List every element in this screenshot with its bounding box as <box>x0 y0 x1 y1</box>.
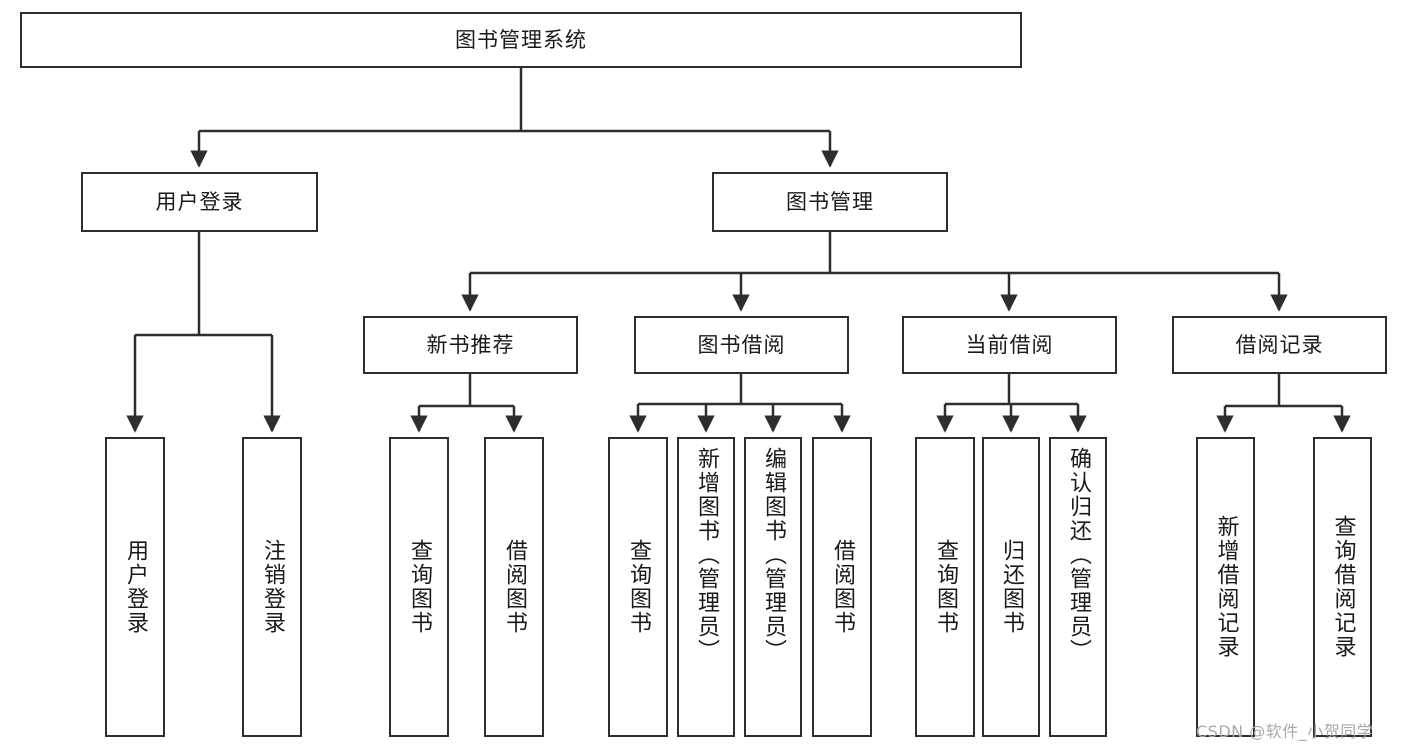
node-root-label: 图书管理系统 <box>455 27 587 52</box>
node-borrow-record-label: 借阅记录 <box>1235 332 1324 357</box>
node-leaf-confirm-return[interactable]: 确认归还（管理员） <box>1049 437 1107 737</box>
node-leaf-borrow-book-1[interactable]: 借阅图书 <box>484 437 544 737</box>
node-leaf-query-record[interactable]: 查询借阅记录 <box>1313 437 1372 737</box>
node-leaf-edit-book[interactable]: 编辑图书（管理员） <box>744 437 802 737</box>
node-book-borrow-label: 图书借阅 <box>697 332 786 357</box>
node-user-login-label: 用户登录 <box>155 189 244 214</box>
node-current-borrow-label: 当前借阅 <box>965 332 1054 357</box>
node-user-login[interactable]: 用户登录 <box>81 172 318 232</box>
node-leaf-query-book-3[interactable]: 查询图书 <box>915 437 975 737</box>
node-leaf-user-logout-label: 注销登录 <box>259 539 285 635</box>
node-leaf-query-book-1-label: 查询图书 <box>406 539 432 635</box>
node-book-borrow[interactable]: 图书借阅 <box>634 316 849 374</box>
node-leaf-add-record-label: 新增借阅记录 <box>1213 515 1239 659</box>
node-new-book-recommend[interactable]: 新书推荐 <box>363 316 578 374</box>
node-book-manage[interactable]: 图书管理 <box>712 172 948 232</box>
node-new-book-recommend-label: 新书推荐 <box>426 332 515 357</box>
node-leaf-add-book[interactable]: 新增图书（管理员） <box>677 437 735 737</box>
node-borrow-record[interactable]: 借阅记录 <box>1172 316 1387 374</box>
node-leaf-add-book-label: 新增图书（管理员） <box>693 447 719 663</box>
node-leaf-user-logout[interactable]: 注销登录 <box>242 437 302 737</box>
node-leaf-query-record-label: 查询借阅记录 <box>1330 515 1356 659</box>
node-root[interactable]: 图书管理系统 <box>20 12 1022 68</box>
node-leaf-user-login[interactable]: 用户登录 <box>105 437 165 737</box>
node-leaf-query-book-3-label: 查询图书 <box>932 539 958 635</box>
node-leaf-borrow-book-1-label: 借阅图书 <box>501 539 527 635</box>
node-leaf-query-book-2[interactable]: 查询图书 <box>608 437 668 737</box>
node-leaf-borrow-book-2[interactable]: 借阅图书 <box>812 437 872 737</box>
node-leaf-return-book[interactable]: 归还图书 <box>982 437 1040 737</box>
node-leaf-add-record[interactable]: 新增借阅记录 <box>1196 437 1255 737</box>
node-leaf-return-book-label: 归还图书 <box>998 539 1024 635</box>
node-leaf-query-book-1[interactable]: 查询图书 <box>389 437 449 737</box>
node-leaf-confirm-return-label: 确认归还（管理员） <box>1065 447 1091 663</box>
csdn-watermark: CSDN @软件_小贺同学 <box>1196 722 1374 741</box>
node-leaf-user-login-label: 用户登录 <box>122 539 148 635</box>
node-current-borrow[interactable]: 当前借阅 <box>902 316 1117 374</box>
node-leaf-query-book-2-label: 查询图书 <box>625 539 651 635</box>
node-leaf-borrow-book-2-label: 借阅图书 <box>829 539 855 635</box>
node-leaf-edit-book-label: 编辑图书（管理员） <box>760 447 786 663</box>
node-book-manage-label: 图书管理 <box>786 189 874 214</box>
